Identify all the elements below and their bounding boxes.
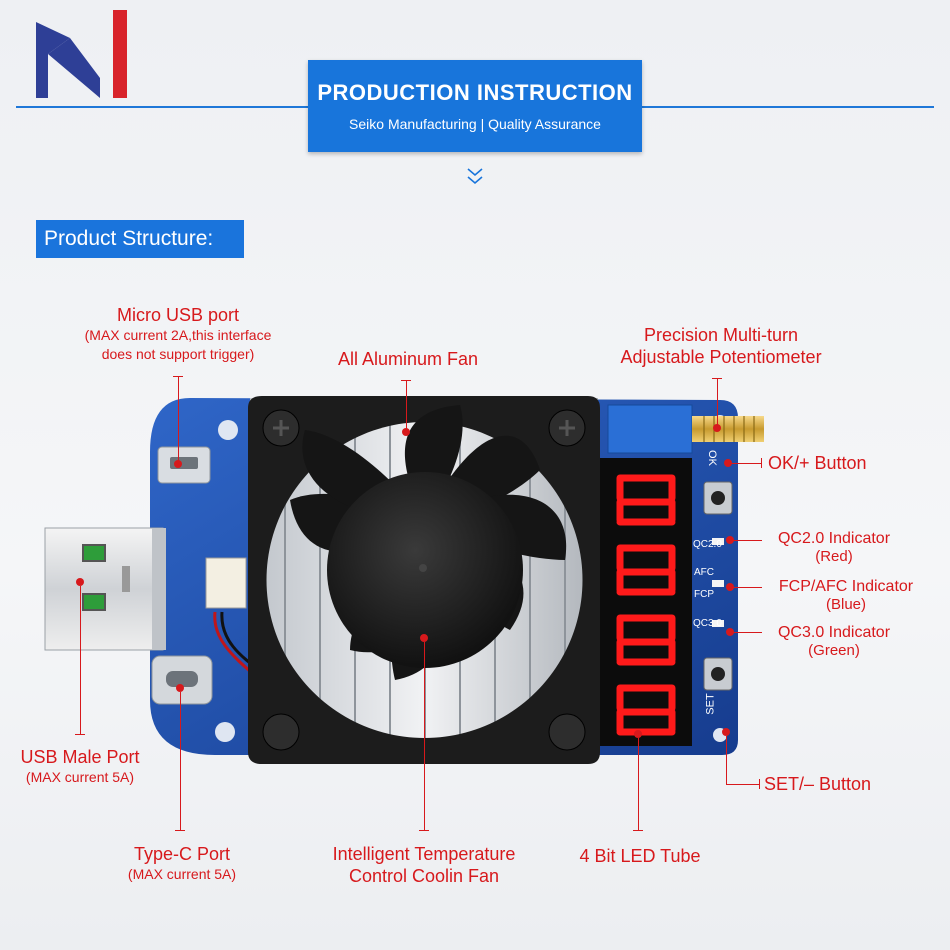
leader-set-button-v: [726, 736, 727, 784]
header-subtitle: Seiko Manufacturing | Quality Assurance: [349, 116, 601, 132]
label-fcp-afc-title: FCP/AFC Indicator: [778, 578, 914, 595]
label-set-button-title: SET/– Button: [764, 774, 872, 794]
label-qc20-note: (Red): [815, 548, 853, 565]
label-type-c: Type-C Port (MAX current 5A): [100, 843, 264, 884]
led-display: [600, 458, 692, 746]
label-usb-male-title: USB Male Port: [20, 747, 140, 767]
label-ok-button: OK/+ Button: [768, 452, 867, 474]
marker-coolin-fan: [420, 634, 428, 642]
label-fcp-afc-note: (Blue): [825, 596, 866, 613]
leader-set-button-h: [726, 784, 760, 785]
leader-qc20: [728, 540, 762, 541]
label-potentiometer-line-2: Adjustable Potentiometer: [620, 347, 822, 367]
board-text-qc3: QC3.0: [693, 618, 722, 629]
marker-fan: [402, 428, 410, 436]
label-led-tube-title: 4 Bit LED Tube: [579, 846, 701, 866]
potentiometer: [607, 404, 693, 454]
marker-micro-usb: [174, 460, 182, 468]
header-banner: PRODUCTION INSTRUCTION Seiko Manufacturi…: [308, 60, 642, 152]
header-title: PRODUCTION INSTRUCTION: [317, 80, 633, 105]
leader-led-tube: [638, 738, 639, 830]
product-illustration: [44, 396, 764, 764]
header-line-left: [16, 106, 308, 108]
leader-tick: [175, 830, 185, 831]
marker-type-c: [176, 684, 184, 692]
label-micro-usb-note-2: does not support trigger): [101, 346, 255, 362]
label-micro-usb-note-1: (MAX current 2A,this interface: [84, 327, 272, 343]
led-digits: [616, 474, 676, 736]
leader-type-c: [180, 692, 181, 830]
label-qc30: QC3.0 Indicator (Green): [764, 624, 904, 659]
board-text-qc2: QC2.0: [693, 539, 722, 550]
label-qc20-title: QC2.0 Indicator: [777, 530, 891, 547]
chevron-down-icon: [467, 168, 483, 185]
label-potentiometer-line-1: Precision Multi-turn: [643, 325, 799, 345]
label-qc30-note: (Green): [808, 642, 860, 659]
label-type-c-title: Type-C Port: [133, 844, 231, 864]
label-fan-title: All Aluminum Fan: [337, 349, 479, 369]
marker-ok-button: [724, 459, 732, 467]
label-coolin-fan: Intelligent Temperature Control Coolin F…: [304, 843, 544, 887]
label-micro-usb-title: Micro USB port: [116, 305, 240, 325]
board-text-ok: OK: [705, 450, 718, 466]
leader-tick: [633, 830, 643, 831]
label-qc30-title: QC3.0 Indicator: [777, 624, 891, 641]
label-qc20: QC2.0 Indicator (Red): [764, 530, 904, 565]
board-text-afc: AFC: [694, 567, 714, 578]
label-type-c-note: (MAX current 5A): [127, 866, 237, 882]
leader-qc30: [728, 632, 762, 633]
label-fan: All Aluminum Fan: [310, 348, 506, 370]
header-line-right: [642, 106, 934, 108]
leader-tick: [759, 779, 760, 789]
brand-logo: [36, 10, 127, 98]
leader-potentiometer: [717, 378, 718, 426]
label-coolin-fan-line-2: Control Coolin Fan: [348, 866, 500, 886]
marker-set-button: [722, 728, 730, 736]
marker-qc20: [726, 536, 734, 544]
marker-qc30: [726, 628, 734, 636]
label-ok-button-title: OK/+ Button: [768, 453, 867, 473]
label-micro-usb: Micro USB port (MAX current 2A,this inte…: [48, 304, 308, 364]
leader-fcp-afc: [728, 587, 762, 588]
marker-usb-male: [76, 578, 84, 586]
leader-usb-male: [80, 586, 81, 734]
board-text-fcp: FCP: [694, 589, 714, 600]
leader-tick: [761, 458, 762, 468]
leader-fan: [406, 380, 407, 432]
label-usb-male-note: (MAX current 5A): [25, 769, 135, 785]
label-coolin-fan-line-1: Intelligent Temperature: [332, 844, 516, 864]
label-set-button: SET/– Button: [764, 773, 871, 795]
label-usb-male: USB Male Port (MAX current 5A): [0, 746, 160, 787]
leader-micro-usb: [178, 376, 179, 464]
marker-potentiometer: [713, 424, 721, 432]
section-title: Product Structure:: [36, 220, 244, 258]
marker-fcp-afc: [726, 583, 734, 591]
marker-led-tube: [634, 730, 642, 738]
leader-tick: [419, 830, 429, 831]
leader-ok-button: [728, 463, 762, 464]
board-text-set: SET: [704, 693, 717, 715]
label-potentiometer: Precision Multi-turn Adjustable Potentio…: [590, 324, 852, 368]
leader-tick: [75, 734, 85, 735]
label-led-tube: 4 Bit LED Tube: [560, 845, 720, 867]
leader-coolin-fan: [424, 642, 425, 830]
label-fcp-afc: FCP/AFC Indicator (Blue): [764, 578, 928, 613]
